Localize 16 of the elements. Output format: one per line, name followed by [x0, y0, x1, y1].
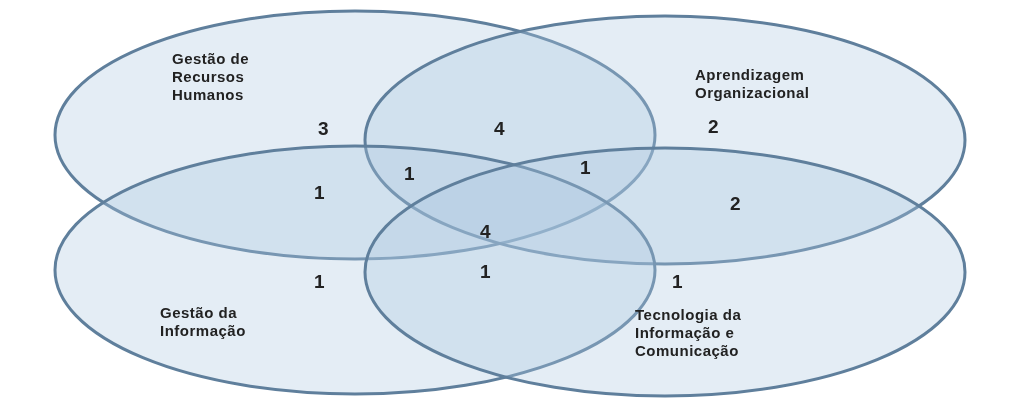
set-label: Gestão de Recursos Humanos: [172, 50, 251, 104]
count-number: 1: [480, 261, 491, 283]
count-number: 1: [404, 163, 415, 185]
count-number: 1: [580, 157, 591, 179]
count-number: 4: [494, 118, 505, 140]
count-number: 3: [318, 118, 329, 140]
count-number: 1: [672, 271, 683, 293]
count-number: 1: [314, 182, 325, 204]
set-label: Tecnologia da Informação e Comunicação: [635, 306, 743, 360]
count-number: 1: [314, 271, 325, 293]
set-label: Gestão da Informação: [160, 304, 247, 340]
count-number: 2: [730, 193, 741, 215]
set-label: Aprendizagem Organizacional: [695, 66, 811, 102]
count-number: 2: [708, 116, 719, 138]
venn-ellipse: [363, 146, 967, 398]
count-number: 4: [480, 221, 491, 243]
